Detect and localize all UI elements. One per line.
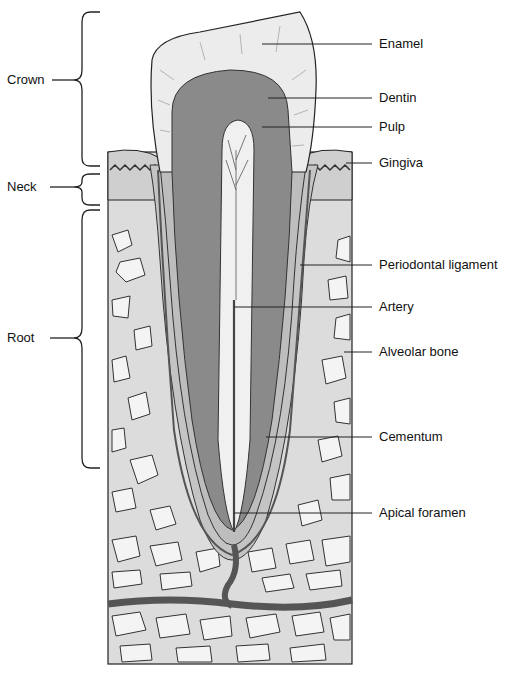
part-label: Enamel [378,36,424,52]
artery [233,300,235,532]
pulp [218,120,254,532]
region-label: Neck [6,179,38,195]
part-label: Dentin [378,90,418,106]
part-label: Gingiva [378,155,424,171]
pulp-vessels [226,135,248,300]
part-label: Periodontal ligament [378,257,499,273]
main-vessel [108,600,352,607]
ligament-vessels [158,170,310,555]
part-label: Cementum [378,429,444,445]
region-brackets [50,12,100,468]
part-label: Pulp [378,119,406,135]
leader-lines [234,44,372,513]
part-label: Apical foramen [378,505,467,521]
region-label: Crown [6,72,46,88]
part-label: Alveolar bone [378,344,460,360]
region-label: Root [6,330,35,346]
part-label: Artery [378,299,415,315]
